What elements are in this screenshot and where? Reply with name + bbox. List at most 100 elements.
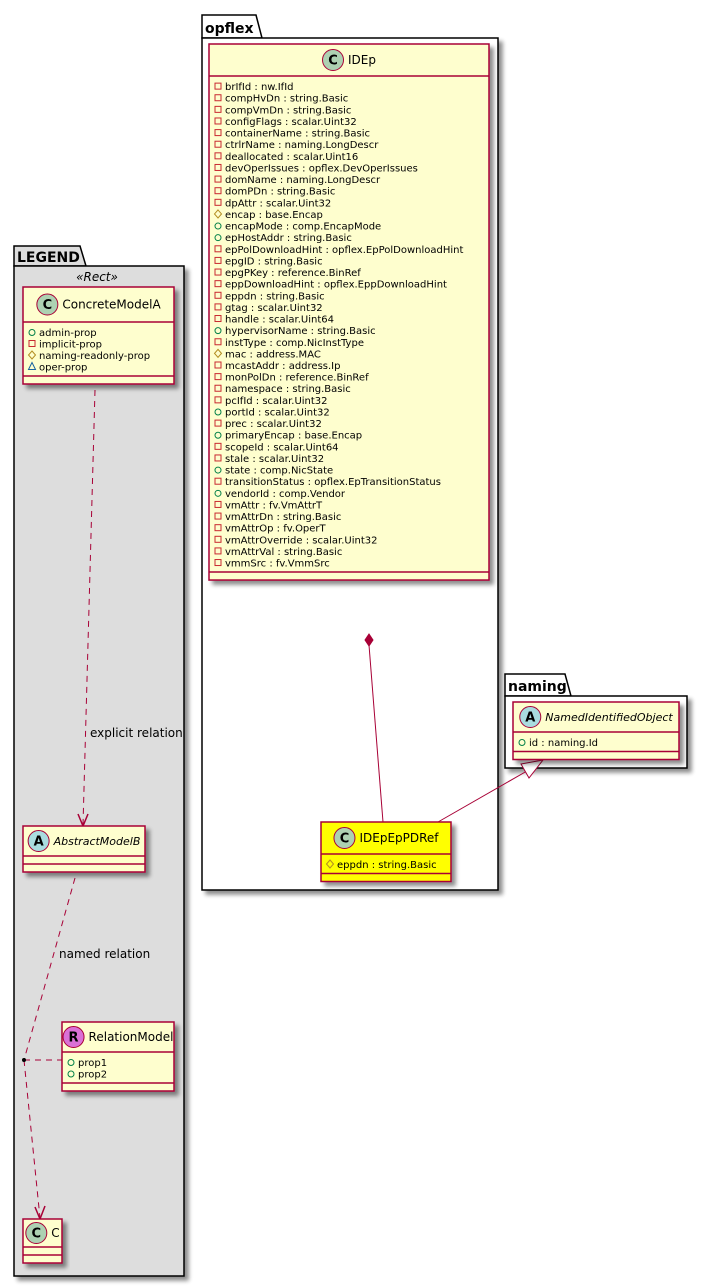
visibility-private-icon	[214, 512, 222, 520]
visibility-private-icon	[214, 477, 222, 485]
class-attribute: ctrlrName : naming.LongDescr	[225, 140, 379, 151]
visibility-private-icon	[214, 524, 222, 532]
visibility-private-icon	[214, 303, 222, 311]
class-attribute: brIfId : nw.IfId	[225, 82, 294, 93]
class-attribute: deallocated : scalar.Uint16	[225, 152, 358, 163]
generalization-triangle	[520, 759, 545, 779]
visibility-public-icon	[214, 222, 222, 230]
package-opflex-name: opflex	[205, 21, 254, 37]
visibility-private-icon	[214, 454, 222, 462]
class-attribute: scopeId : scalar.Uint64	[225, 442, 339, 453]
class-attribute: containerName : string.Basic	[225, 129, 370, 140]
visibility-public-icon	[28, 329, 36, 336]
visibility-public-icon	[214, 466, 222, 474]
class-attribute: namespace : string.Basic	[225, 384, 351, 395]
class-attribute: eppdn : string.Basic	[337, 860, 437, 871]
class-stereotype-c-icon	[322, 49, 345, 71]
package-legend-stereotype: «Rect»	[76, 270, 118, 284]
visibility-private-icon	[214, 245, 222, 253]
class-attribute: stale : scalar.Uint32	[225, 454, 324, 465]
class-attribute: vmAttrOp : fv.OperT	[225, 524, 327, 535]
visibility-private-icon	[214, 105, 222, 113]
class-name: ConcreteModelA	[62, 298, 161, 312]
visibility-private-icon	[214, 547, 222, 555]
class-attribute: dpAttr : scalar.Uint32	[225, 198, 331, 209]
class-attribute: devOperIssues : opflex.DevOperIssues	[225, 163, 418, 174]
class-attribute: implicit-prop	[39, 340, 102, 351]
class-name: IDEp	[348, 53, 376, 67]
class-kind-letter: A	[34, 835, 44, 850]
class-kind-letter: A	[525, 711, 535, 726]
visibility-private-icon	[214, 280, 222, 288]
visibility-package-icon	[27, 361, 37, 370]
class-name: C	[51, 1226, 59, 1240]
class-attribute: epgID : string.Basic	[225, 256, 323, 267]
package-naming-name: naming	[508, 679, 567, 695]
named-relation-label: named relation	[59, 947, 150, 961]
class-attribute: handle : scalar.Uint64	[225, 315, 334, 326]
visibility-private-icon	[214, 268, 222, 276]
class-attribute: naming-readonly-prop	[39, 351, 150, 362]
visibility-private-icon	[214, 140, 222, 148]
class-name: NamedIdentifiedObject	[545, 711, 673, 724]
class-attribute: eppDownloadHint : opflex.EppDownloadHint	[225, 280, 447, 291]
class-attribute: gtag : scalar.Uint32	[225, 303, 323, 314]
visibility-private-icon	[214, 361, 222, 369]
visibility-private-icon	[214, 198, 222, 206]
class-kind-letter: R	[69, 1031, 79, 1046]
class-attribute: encap : base.Encap	[225, 210, 323, 221]
visibility-public-icon	[67, 1059, 75, 1066]
visibility-private-icon	[214, 315, 222, 323]
class-kind-letter: C	[32, 1227, 42, 1242]
class-attribute: vmAttr : fv.VmAttrT	[225, 500, 323, 511]
visibility-private-icon	[214, 535, 222, 543]
visibility-private-icon	[214, 152, 222, 160]
package-legend-name: LEGEND	[17, 250, 80, 266]
class-attribute: mcastAddr : address.Ip	[225, 361, 340, 372]
package-legend: LEGEND «Rect»	[13, 245, 185, 1277]
visibility-private-icon	[214, 291, 222, 299]
visibility-private-icon	[214, 175, 222, 183]
named-relation-line-upper	[23, 877, 76, 1061]
composition-diamond	[364, 633, 374, 647]
class-attribute: monPolDn : reference.BinRef	[225, 373, 369, 384]
class-attribute: domName : naming.LongDescr	[225, 175, 381, 186]
class-attribute: prop1	[78, 1058, 107, 1069]
class-attribute: oper-prop	[39, 363, 87, 374]
class-attribute: compHvDn : string.Basic	[225, 94, 348, 105]
visibility-protected-icon	[213, 348, 223, 359]
class-attribute: primaryEncap : base.Encap	[225, 431, 362, 442]
class-attribute: prop2	[78, 1070, 107, 1081]
class-attribute: pcIfId : scalar.Uint32	[225, 396, 328, 407]
visibility-private-icon	[214, 256, 222, 264]
class-attribute: portId : scalar.Uint32	[225, 407, 330, 418]
class-attribute: encapMode : comp.EncapMode	[225, 222, 381, 233]
explicit-relation-label: explicit relation	[90, 726, 183, 740]
class-attribute: vmAttrVal : string.Basic	[225, 547, 342, 558]
class-attribute: admin-prop	[39, 328, 97, 339]
visibility-public-icon	[214, 234, 222, 242]
visibility-private-icon	[214, 94, 222, 102]
visibility-private-icon	[214, 419, 222, 427]
class-attribute: mac : address.MAC	[225, 349, 321, 360]
class-attribute: configFlags : scalar.Uint32	[225, 117, 357, 128]
class-name: RelationModel	[89, 1030, 174, 1044]
visibility-private-icon	[214, 442, 222, 450]
visibility-public-icon	[214, 489, 222, 497]
class-attribute: eppdn : string.Basic	[225, 291, 325, 302]
class-attribute: prec : scalar.Uint32	[225, 419, 322, 430]
class-attribute: epgPKey : reference.BinRef	[225, 268, 361, 279]
visibility-private-icon	[214, 384, 222, 392]
visibility-private-icon	[28, 340, 36, 347]
visibility-public-icon	[67, 1070, 75, 1078]
relation-stereotype-r-icon	[62, 1026, 85, 1048]
